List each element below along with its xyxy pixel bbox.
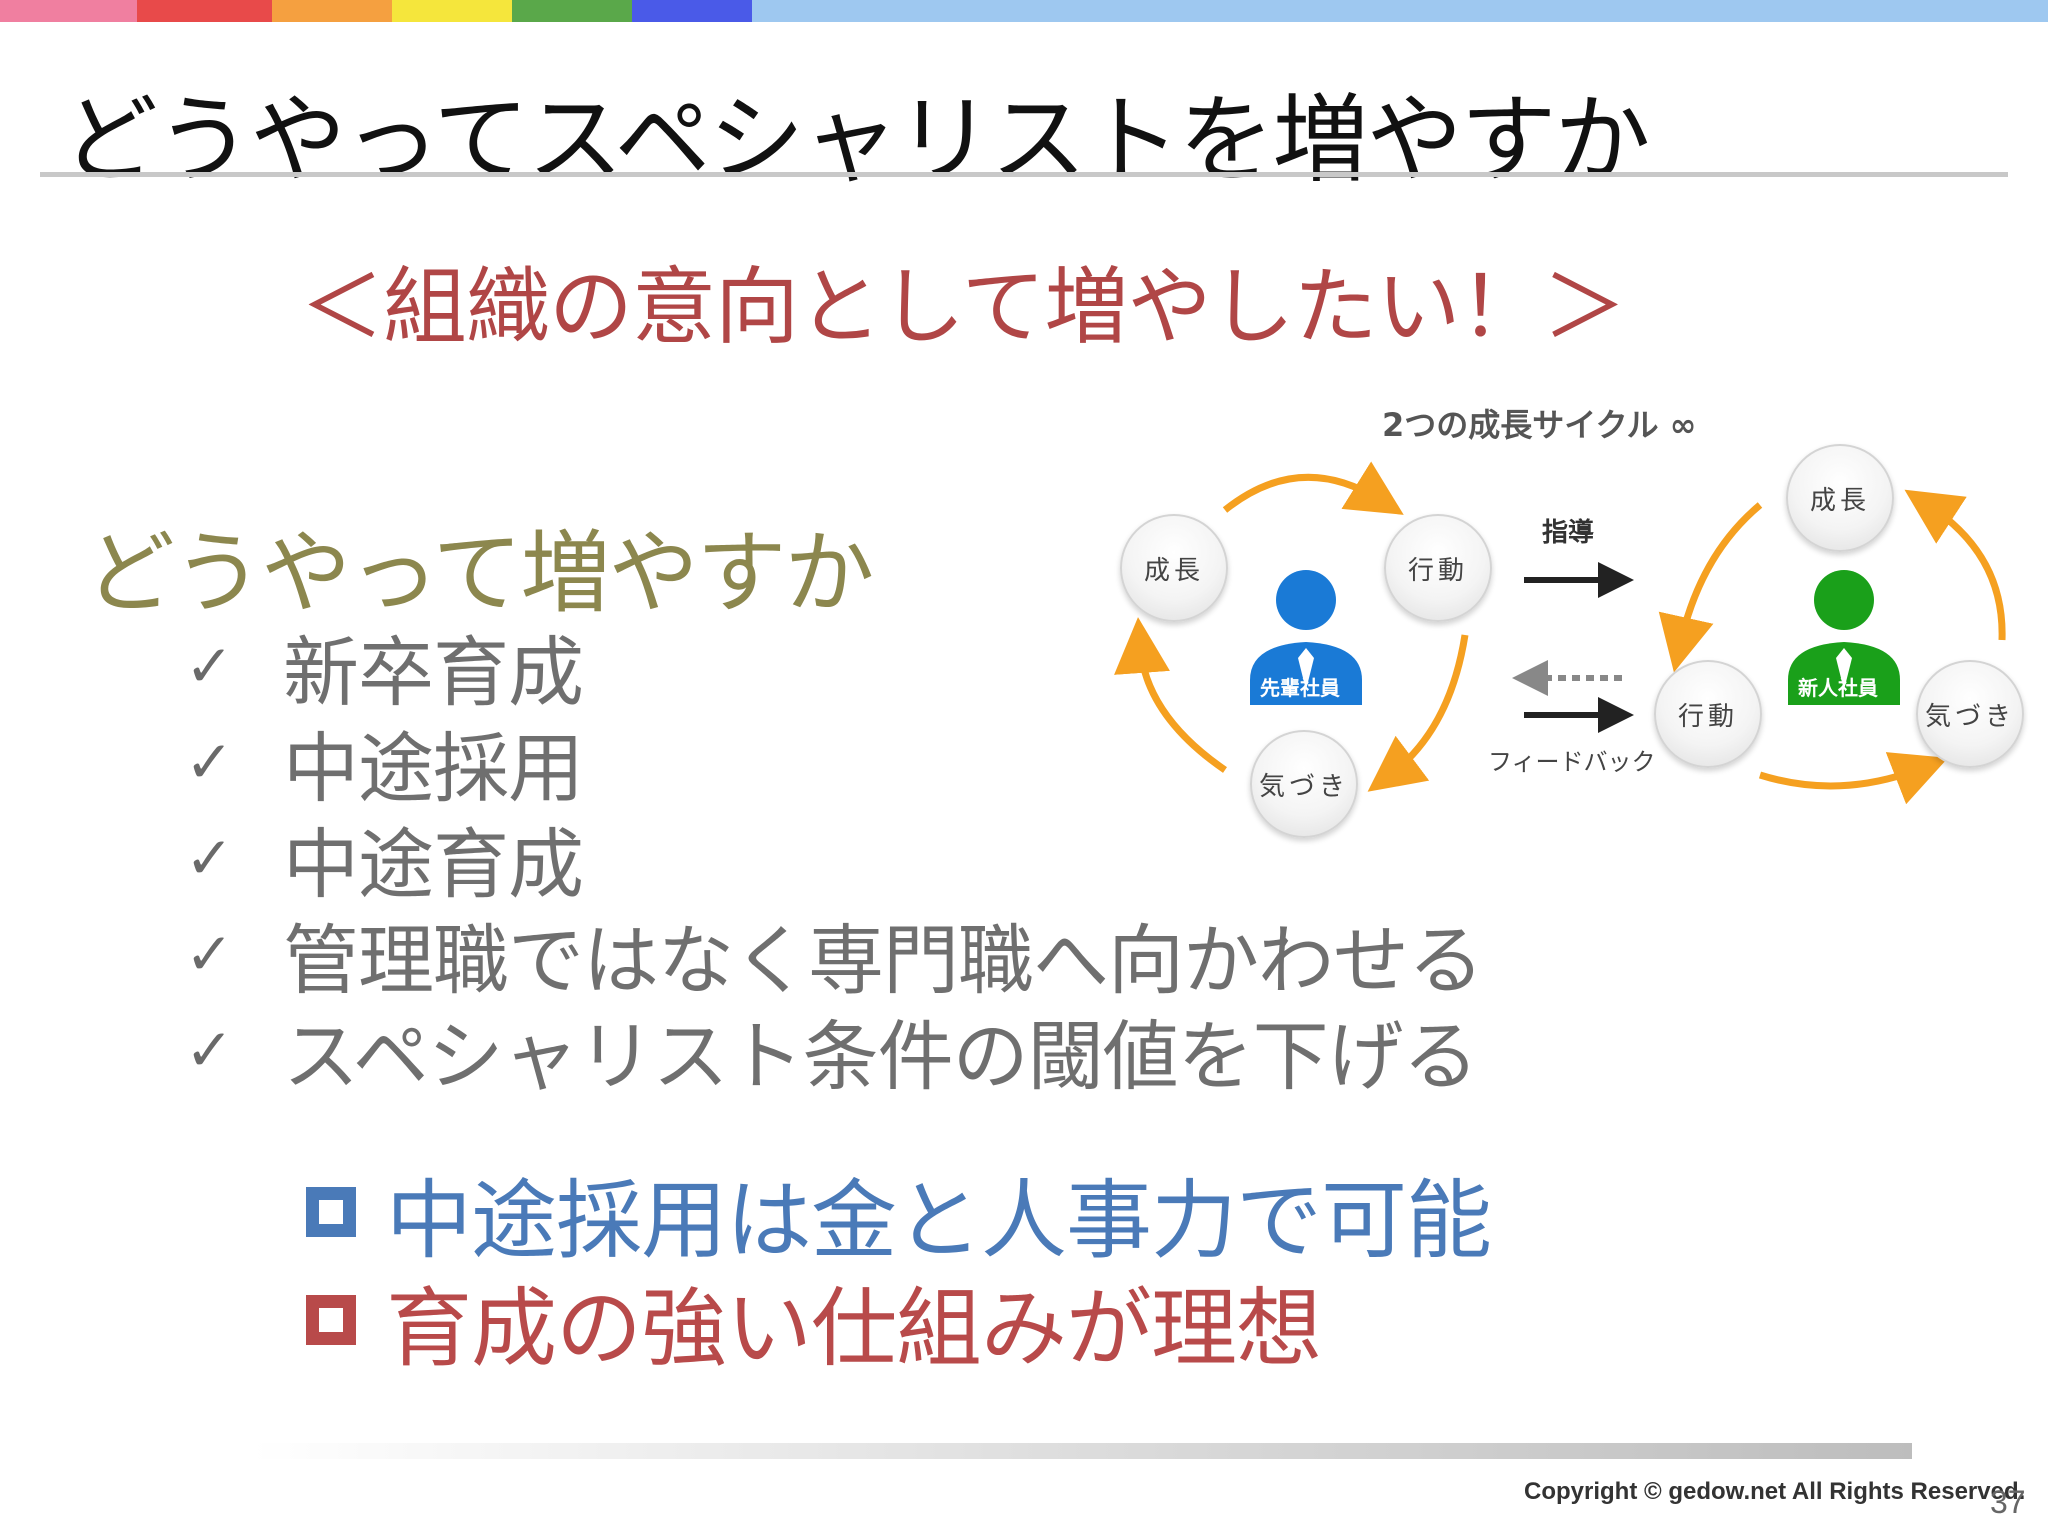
checkmark-icon: ✓ xyxy=(185,1016,234,1084)
bullet-list: ✓ 新卒育成 ✓ 中途採用 ✓ 中途育成 ✓ 管理職ではなく専門職へ向かわせる … xyxy=(185,618,1484,1101)
list-item: ✓ 中途採用 xyxy=(185,714,1483,813)
square-bullet-icon xyxy=(306,1295,356,1345)
color-bar-segment xyxy=(272,0,392,22)
new-employee-label: 新人社員 xyxy=(1798,676,1878,700)
square-bullet-icon xyxy=(306,1187,356,1237)
copyright-text: Copyright © gedow.net All Rights Reserve… xyxy=(1524,1478,2026,1505)
node-action: 行動 xyxy=(1384,514,1492,622)
guidance-label: 指導 xyxy=(1542,518,1595,548)
list-item: ✓ 新卒育成 xyxy=(185,618,1483,717)
list-item-text: 中途育成 xyxy=(283,820,584,909)
checkmark-icon: ✓ xyxy=(185,632,234,700)
page-number: 37 xyxy=(1990,1484,2026,1520)
conclusion-item: 中途採用は金と人事力で可能 xyxy=(306,1162,1492,1271)
cycle-arrow xyxy=(1904,489,2006,641)
diagram-title: 2つの成長サイクル ∞ xyxy=(1382,406,1697,444)
senior-employee-label: 先輩社員 xyxy=(1260,676,1340,700)
list-item-text: 中途採用 xyxy=(283,724,584,813)
color-bar-segment xyxy=(137,0,272,22)
feedback-label: フィードバック xyxy=(1488,748,1656,776)
conclusion-text: 中途採用は金と人事力で可能 xyxy=(386,1170,1492,1271)
list-item-text: 管理職ではなく専門職へ向かわせる xyxy=(283,916,1484,1005)
top-color-bar xyxy=(0,0,2048,22)
cycle-arrow xyxy=(1367,634,1469,792)
checkmark-icon: ✓ xyxy=(185,728,234,796)
title-divider xyxy=(40,172,2008,177)
slide-title: どうやってスペシャリストを増やすか xyxy=(62,84,1650,196)
color-bar-segment xyxy=(392,0,512,22)
node-growth: 成長 xyxy=(1786,444,1894,552)
color-bar-segment xyxy=(632,0,752,22)
list-item-text: スペシャリスト条件の閾値を下げる xyxy=(283,1012,1479,1101)
list-item: ✓ スペシャリスト条件の閾値を下げる xyxy=(185,1002,1483,1101)
node-action: 行動 xyxy=(1654,660,1762,768)
cycle-arrow xyxy=(1758,752,1949,805)
section-heading: どうやって増やすか xyxy=(85,521,874,626)
footer-divider xyxy=(252,1443,1912,1459)
cycle-arrows xyxy=(1114,461,2006,805)
cycle-arrow xyxy=(1222,461,1404,515)
color-bar-segment xyxy=(752,0,2048,22)
list-item: ✓ 管理職ではなく専門職へ向かわせる xyxy=(185,906,1484,1005)
growth-cycle-diagram: 2つの成長サイクル ∞ 成長 行動 気づき 成長 行動 気づき 先輩社員 新人社… xyxy=(1100,390,2040,850)
list-item: ✓ 中途育成 xyxy=(185,810,1483,909)
conclusion-item: 育成の強い仕組みが理想 xyxy=(306,1270,1322,1379)
node-growth: 成長 xyxy=(1120,514,1228,622)
checkmark-icon: ✓ xyxy=(185,824,234,892)
new-employee-icon xyxy=(1788,570,1900,705)
slide-subtitle: ＜組織の意向として増やしたい！＞ xyxy=(300,258,1626,356)
color-bar-segment xyxy=(0,0,137,22)
node-awareness: 気づき xyxy=(1250,730,1358,838)
node-awareness: 気づき xyxy=(1916,660,2024,768)
senior-employee-icon xyxy=(1250,570,1362,705)
checkmark-icon: ✓ xyxy=(185,920,234,988)
cycle-arrow xyxy=(1658,502,1763,673)
conclusion-text: 育成の強い仕組みが理想 xyxy=(386,1278,1322,1379)
color-bar-segment xyxy=(512,0,632,22)
list-item-text: 新卒育成 xyxy=(283,628,584,717)
cycle-arrow xyxy=(1114,617,1227,773)
